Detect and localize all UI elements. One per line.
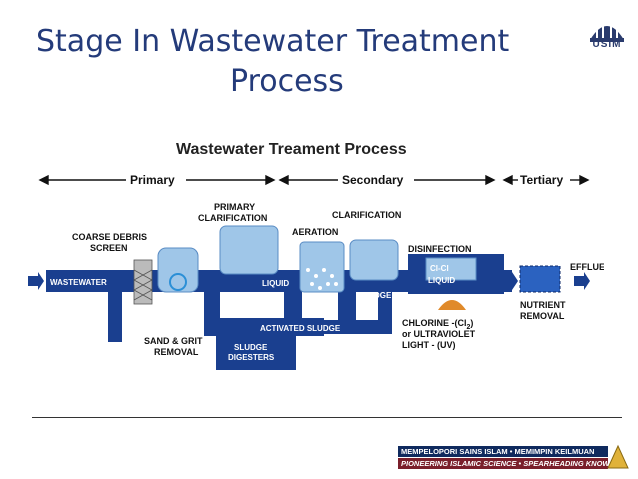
label-sludge-2: SLUDGE xyxy=(358,291,392,300)
label-effluent: EFFLUENT xyxy=(570,262,604,272)
phase-tertiary: Tertiary xyxy=(520,173,563,187)
label-removal: REMOVAL xyxy=(154,347,199,357)
aeration-bubbles xyxy=(306,268,338,290)
label-liquid-2: LIQUID xyxy=(428,276,455,285)
label-clarification: CLARIFICATION xyxy=(332,210,401,220)
slogan-malay: MEMPELOPORI SAINS ISLAM • MEMIMPIN KEILM… xyxy=(398,446,608,457)
label-primary-clarification: CLARIFICATION xyxy=(198,213,267,223)
emblem-icon xyxy=(607,444,629,469)
slide-title-line1: Stage In Wastewater Treatment xyxy=(36,24,510,59)
grit-swirl xyxy=(169,273,187,291)
uv-light-icon xyxy=(438,300,466,310)
nutrient-tank xyxy=(519,265,561,293)
process-diagram: Wastewater Treament Process Primary Seco… xyxy=(28,141,604,370)
tanks xyxy=(157,225,477,293)
label-screen: SCREEN xyxy=(90,243,128,253)
flow-arrows xyxy=(28,272,590,290)
label-aeration: AERATION xyxy=(292,227,338,237)
label-chlorine: CHLORINE -(Cl2) xyxy=(402,318,473,331)
label-uv-light: LIGHT - (UV) xyxy=(402,340,456,350)
phase-arrows xyxy=(38,174,590,186)
slogan-english: PIONEERING ISLAMIC SCIENCE • SPEARHEADIN… xyxy=(398,458,635,469)
footer-divider xyxy=(32,417,622,418)
label-liquid-1: LIQUID xyxy=(262,279,289,288)
label-solids: SOLIDS xyxy=(224,291,254,300)
phase-secondary: Secondary xyxy=(342,173,404,187)
pipe-network xyxy=(46,254,512,370)
logo-text: USIM xyxy=(592,39,622,50)
debris-screen xyxy=(133,259,153,305)
label-primary: PRIMARY xyxy=(214,202,255,212)
label-disinfection: DISINFECTION xyxy=(408,244,472,254)
phase-primary: Primary xyxy=(130,173,175,187)
label-ultraviolet: or ULTRAVIOLET xyxy=(402,329,476,339)
slide-title-line2: Process xyxy=(230,64,344,99)
label-digesters-1: SLUDGE xyxy=(234,343,268,352)
label-sludge-1: SLUDGE xyxy=(224,301,258,310)
label-nutrient-removal: REMOVAL xyxy=(520,311,565,321)
label-sand-grit: SAND & GRIT xyxy=(144,336,203,346)
slide-title: Stage In Wastewater Treatment Process xyxy=(36,22,556,102)
label-nutrient: NUTRIENT xyxy=(520,300,566,310)
label-digesters-2: DIGESTERS xyxy=(228,353,275,362)
label-clcl: Cl-Cl xyxy=(430,264,449,273)
diagram-heading: Wastewater Treament Process xyxy=(176,141,407,158)
footer-slogan: MEMPELOPORI SAINS ISLAM • MEMIMPIN KEILM… xyxy=(398,446,635,469)
university-logo-icon xyxy=(590,24,624,42)
label-wastewater: WASTEWATER xyxy=(50,278,107,287)
label-activated-sludge: ACTIVATED SLUDGE xyxy=(260,324,341,333)
label-coarse-debris: COARSE DEBRIS xyxy=(72,232,147,242)
